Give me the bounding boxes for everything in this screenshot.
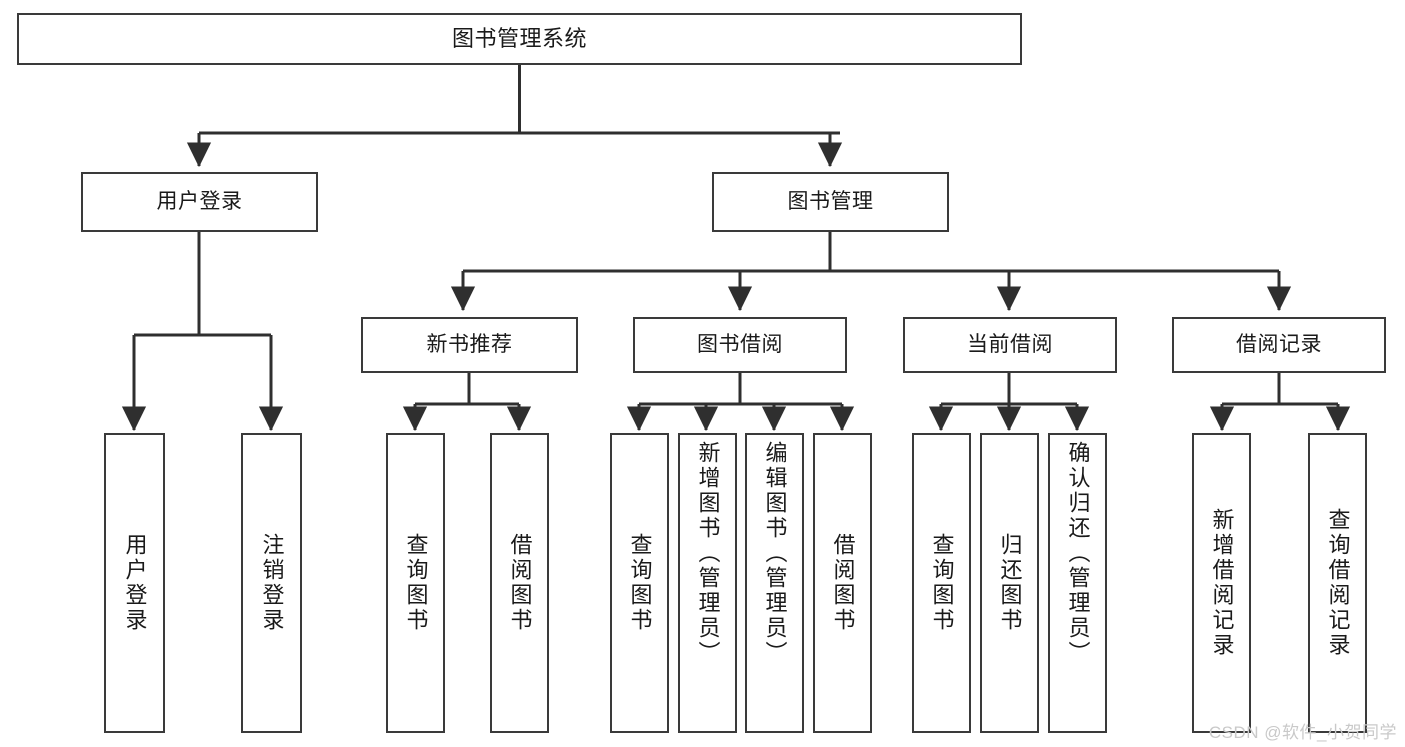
node-leaf-add-borrow-record[interactable]: 新增借阅记录 bbox=[1192, 433, 1251, 733]
node-leaf-add-book-admin[interactable]: 新增图书（管理员） bbox=[678, 433, 737, 733]
node-current-borrow-label: 当前借阅 bbox=[967, 332, 1053, 356]
node-leaf-logout-login-label: 注销登录 bbox=[259, 533, 285, 633]
node-leaf-borrow-book-1-label: 借阅图书 bbox=[507, 533, 533, 633]
node-leaf-edit-book-admin[interactable]: 编辑图书（管理员） bbox=[745, 433, 804, 733]
node-leaf-query-book-2-label: 查询图书 bbox=[627, 533, 653, 633]
node-book-borrow-label: 图书借阅 bbox=[697, 332, 783, 356]
node-leaf-return-book-label: 归还图书 bbox=[997, 533, 1023, 633]
node-leaf-confirm-return-admin[interactable]: 确认归还（管理员） bbox=[1048, 433, 1107, 733]
node-leaf-borrow-book-2-label: 借阅图书 bbox=[830, 533, 856, 633]
node-leaf-add-borrow-record-label: 新增借阅记录 bbox=[1209, 508, 1235, 658]
node-root[interactable]: 图书管理系统 bbox=[17, 13, 1022, 65]
node-leaf-logout-login[interactable]: 注销登录 bbox=[241, 433, 302, 733]
node-leaf-query-book-1-label: 查询图书 bbox=[403, 533, 429, 633]
node-current-borrow[interactable]: 当前借阅 bbox=[903, 317, 1117, 373]
node-leaf-borrow-book-2[interactable]: 借阅图书 bbox=[813, 433, 872, 733]
node-leaf-add-book-admin-label: 新增图书（管理员） bbox=[695, 441, 721, 666]
node-leaf-borrow-book-1[interactable]: 借阅图书 bbox=[490, 433, 549, 733]
node-leaf-return-book[interactable]: 归还图书 bbox=[980, 433, 1039, 733]
node-leaf-user-login-label: 用户登录 bbox=[122, 533, 148, 633]
node-leaf-confirm-return-admin-label: 确认归还（管理员） bbox=[1065, 441, 1091, 666]
node-user-login[interactable]: 用户登录 bbox=[81, 172, 318, 232]
node-leaf-query-borrow-record[interactable]: 查询借阅记录 bbox=[1308, 433, 1367, 733]
node-leaf-query-borrow-record-label: 查询借阅记录 bbox=[1325, 508, 1351, 658]
node-new-book-recommend-label: 新书推荐 bbox=[426, 332, 513, 356]
node-leaf-edit-book-admin-label: 编辑图书（管理员） bbox=[762, 441, 788, 666]
node-borrow-record[interactable]: 借阅记录 bbox=[1172, 317, 1386, 373]
node-root-label: 图书管理系统 bbox=[451, 26, 587, 52]
node-leaf-query-book-3[interactable]: 查询图书 bbox=[912, 433, 971, 733]
node-new-book-recommend[interactable]: 新书推荐 bbox=[361, 317, 578, 373]
node-book-management-label: 图书管理 bbox=[787, 189, 874, 213]
node-leaf-query-book-3-label: 查询图书 bbox=[929, 533, 955, 633]
node-borrow-record-label: 借阅记录 bbox=[1236, 332, 1322, 356]
watermark: CSDN @软件_小贺同学 bbox=[1208, 723, 1397, 742]
node-book-management[interactable]: 图书管理 bbox=[712, 172, 949, 232]
node-book-borrow[interactable]: 图书借阅 bbox=[633, 317, 847, 373]
node-user-login-label: 用户登录 bbox=[156, 189, 243, 213]
node-leaf-query-book-2[interactable]: 查询图书 bbox=[610, 433, 669, 733]
node-leaf-query-book-1[interactable]: 查询图书 bbox=[386, 433, 445, 733]
node-leaf-user-login[interactable]: 用户登录 bbox=[104, 433, 165, 733]
